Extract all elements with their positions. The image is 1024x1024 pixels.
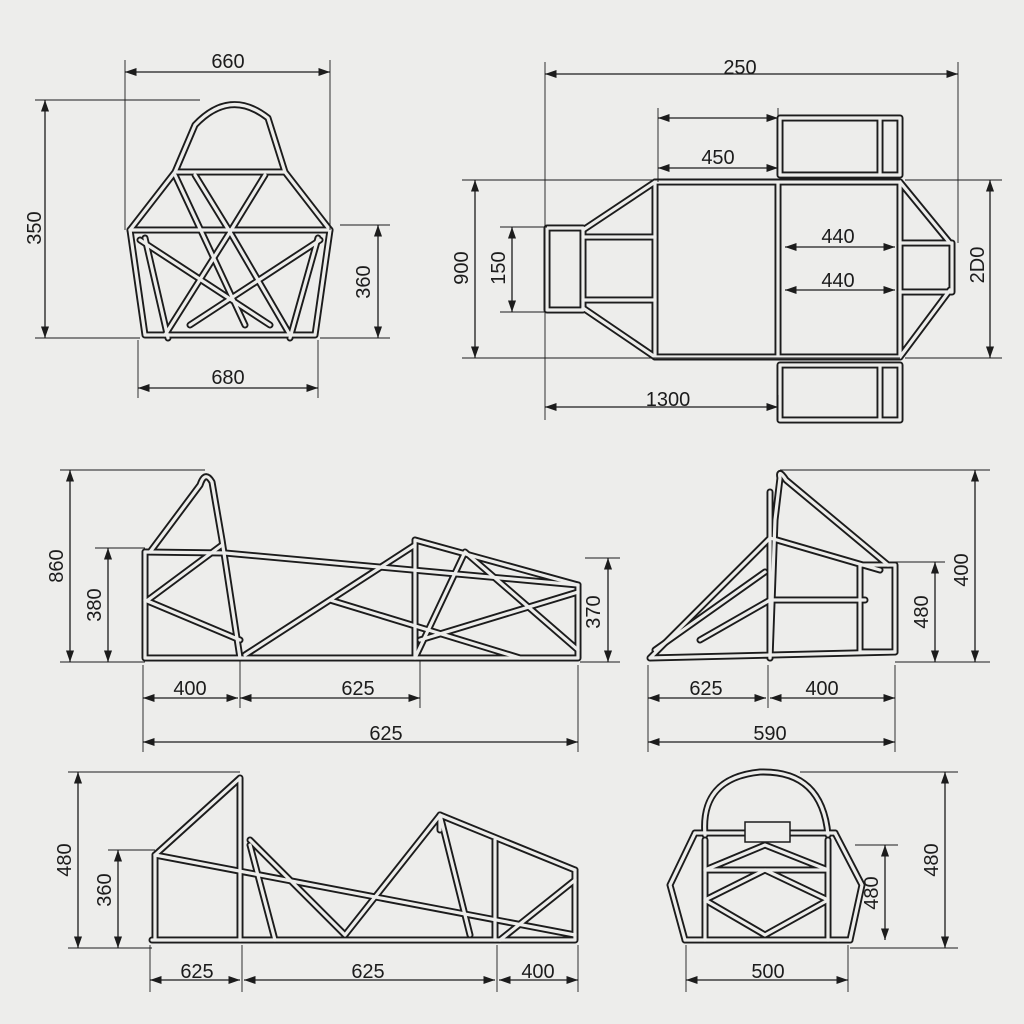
dim-front-width-top: 660 [211,51,244,73]
dim-plan-bay-2: 440 [821,270,854,292]
dim-lower-seg-1: 625 [180,961,213,983]
dim-rear-height-inner: 480 [861,876,883,909]
dim-side-height-total: 860 [46,549,68,582]
dim-side-seg-2: 625 [341,678,374,700]
dim-rear-side-height-total: 400 [951,553,973,586]
dim-rear-side-overall: 590 [753,723,786,745]
dimension-labels: 660 350 360 680 250 450 900 150 440 440 … [24,51,989,983]
dim-plan-length: 1300 [646,389,691,411]
dim-lower-height-front: 360 [94,873,116,906]
dim-front-height-lower: 360 [353,265,375,298]
dim-plan-width: 900 [451,251,473,284]
extension-lines [35,60,1002,992]
plan-view-frame [547,118,952,420]
dim-rear-side-seg-1: 625 [689,678,722,700]
dim-plan-bay-1: 440 [821,226,854,248]
dimension-lines [40,67,995,985]
dim-lower-height-total: 480 [54,843,76,876]
dim-lower-seg-2: 625 [351,961,384,983]
dim-rear-side-seg-2: 400 [805,678,838,700]
dim-plan-rear-width: 2D0 [967,247,989,284]
rear-view-frame [670,772,862,940]
lower-side-view-frame [152,778,575,940]
dim-plan-overall: 250 [723,57,756,79]
dim-side-height-front: 380 [84,588,106,621]
dim-side-overall: 625 [369,723,402,745]
front-view-frame [130,105,330,338]
dim-rear-width: 500 [751,961,784,983]
dim-plan-nose-width: 150 [488,251,510,284]
dim-front-width-bottom: 680 [211,367,244,389]
side-view-frame [145,477,578,658]
dim-front-height-total: 350 [24,211,46,244]
dim-side-seg-1: 400 [173,678,206,700]
rear-side-view-frame [650,473,895,658]
dim-plan-pod-offset: 450 [701,147,734,169]
dim-rear-height-total: 480 [921,843,943,876]
dim-lower-seg-3: 400 [521,961,554,983]
mount-plate [744,821,791,843]
dim-side-height-rear: 370 [583,595,605,628]
dim-rear-side-height-box: 480 [911,595,933,628]
